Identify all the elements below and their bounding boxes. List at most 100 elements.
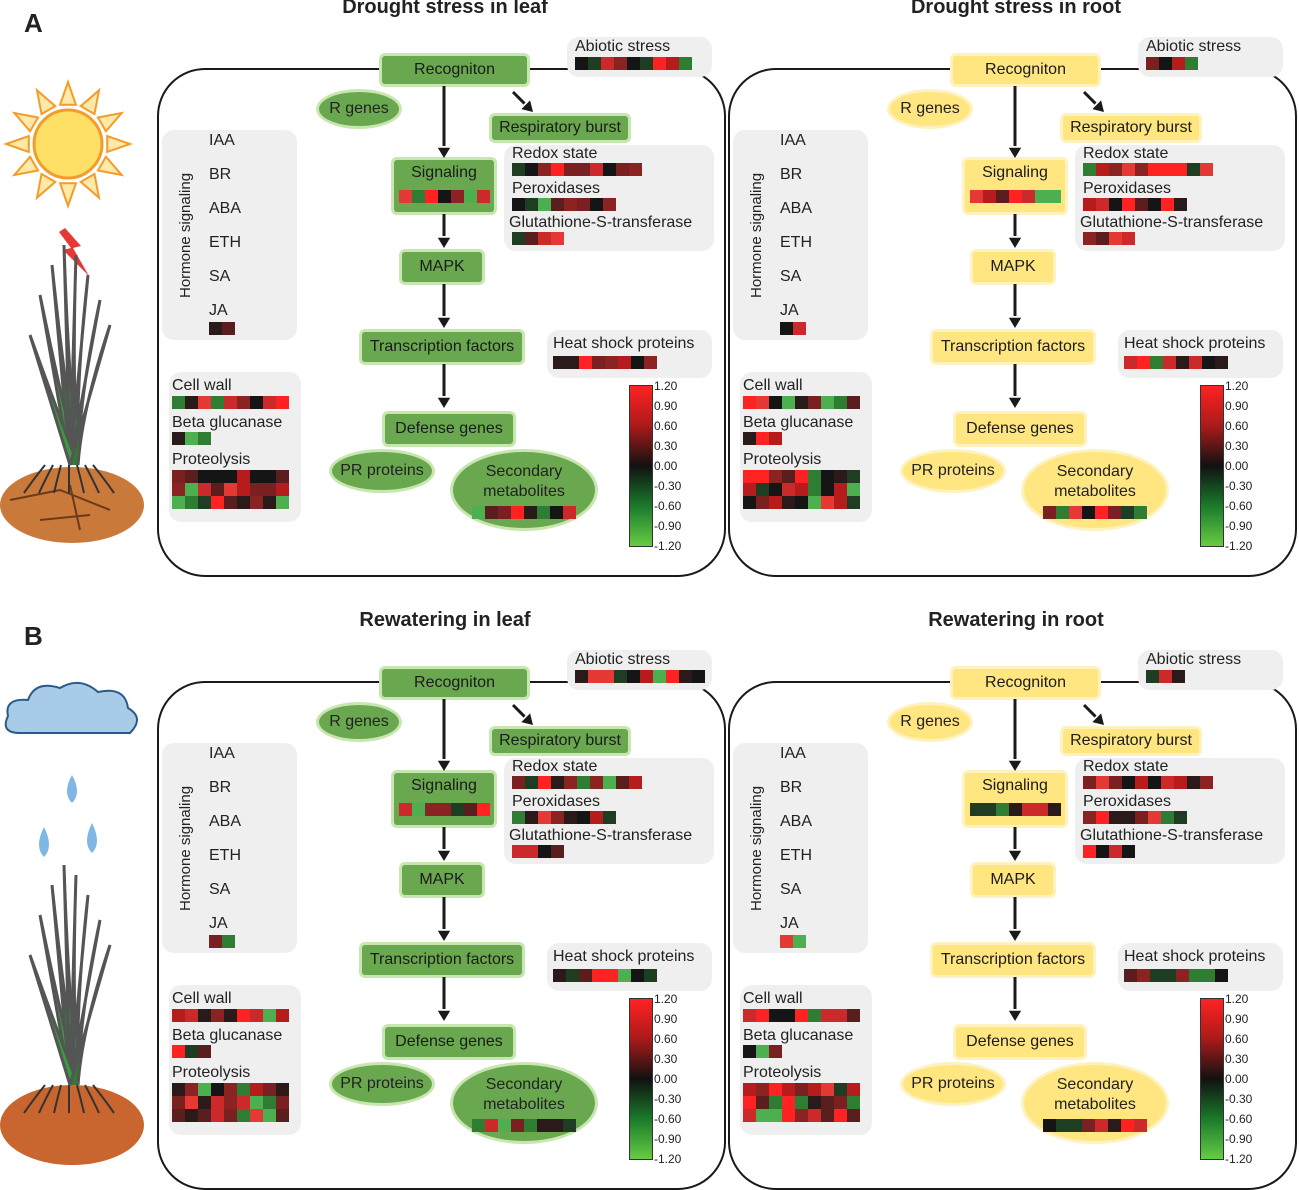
abiotic-stress-label: Abiotic stress [575, 651, 671, 668]
hormone-item-iaa: IAA [780, 132, 806, 149]
heatmap-cell [743, 1009, 756, 1022]
heatmap-cell [399, 190, 412, 203]
colorbar-tick: 0.90 [1225, 399, 1249, 413]
heatmap-cell [692, 670, 705, 683]
heatmap-cell [590, 776, 603, 789]
recognition-box: Recogniton [382, 56, 527, 84]
heatmap-cell [847, 1009, 860, 1022]
redox-heatmap [512, 776, 642, 789]
recognition-box: Recogniton [953, 669, 1098, 697]
hormone-item-br: BR [209, 779, 232, 796]
heatmap-cell [793, 322, 806, 335]
heatmap-cell [1022, 803, 1035, 816]
signaling-heatmap [970, 190, 1061, 203]
heatmap-cell [553, 356, 566, 369]
heatmap-cell [263, 470, 276, 483]
heatmap-cell [821, 1009, 834, 1022]
heatmap-cell [550, 506, 563, 519]
heatmap-cell [808, 1083, 821, 1096]
heatmap-cell [1124, 356, 1137, 369]
hsp-panel [1118, 943, 1283, 991]
heatmap-cell [1048, 190, 1061, 203]
sun-icon [2, 78, 134, 210]
heatmap-cell [743, 1083, 756, 1096]
colorbar-tick: 1.20 [1225, 992, 1249, 1006]
heatmap-cell [1174, 811, 1187, 824]
heatmap-cell [808, 1009, 821, 1022]
heatmap-cell [769, 483, 782, 496]
heatmap-cell [679, 57, 692, 70]
heatmap-cell [1009, 803, 1022, 816]
heatmap-cell [250, 396, 263, 409]
heatmap-cell [185, 1083, 198, 1096]
heatmap-cell [276, 1109, 289, 1122]
heatmap-cell [1082, 506, 1095, 519]
heatmap-cell [769, 432, 782, 445]
heatmap-cell [575, 57, 588, 70]
heatmap-cell [564, 811, 577, 824]
heatmap-cell [551, 198, 564, 211]
hormone-panel [733, 743, 868, 953]
colorbar-tick: 1.20 [654, 992, 678, 1006]
heatmap-cell [198, 396, 211, 409]
heatmap-cell [769, 1083, 782, 1096]
heatmap-cell [224, 1109, 237, 1122]
gst-label: Glutathione-S-transferase [1080, 214, 1264, 231]
heatmap-cell [847, 1083, 860, 1096]
hormone-signaling-label: Hormone signaling [177, 785, 194, 911]
pr-proteins-ellipse: PR proteins [332, 452, 432, 490]
heatmap-cell [640, 670, 653, 683]
heatmap-cell [198, 1045, 211, 1058]
heatmap-cell [211, 470, 224, 483]
heatmap-cell [1150, 969, 1163, 982]
heatmap-cell [780, 935, 793, 948]
heatmap-cell [782, 496, 795, 509]
heatmap-cell [577, 163, 590, 176]
heatmap-cell [1048, 803, 1061, 816]
heatmap-cell [538, 776, 551, 789]
signaling-box: Signaling [394, 160, 494, 212]
proteolysis-heatmap [172, 470, 289, 509]
respiratory-burst-box: Respiratory burst [1063, 729, 1199, 753]
transcription-factors-box: Transcription factors [362, 945, 522, 975]
beta-glucanase-heatmap [743, 432, 782, 445]
heatmap-cell [276, 496, 289, 509]
heatmap-cell [185, 1045, 198, 1058]
heatmap-cell [808, 396, 821, 409]
heatmap-cell [1135, 776, 1148, 789]
heatmap-cell [276, 1096, 289, 1109]
peroxidases-label: Peroxidases [1083, 793, 1172, 810]
heatmap-cell [211, 396, 224, 409]
heatmap-cell [1096, 198, 1109, 211]
heatmap-cell [438, 190, 451, 203]
heatmap-cell [756, 1109, 769, 1122]
heatmap-cell [743, 470, 756, 483]
heatmap-cell [1082, 1119, 1095, 1132]
secondary-metabolites-heatmap [1043, 1119, 1147, 1132]
heatmap-cell [996, 803, 1009, 816]
beta-glucanase-heatmap [743, 1045, 782, 1058]
heatmap-cell [538, 845, 551, 858]
heatmap-cell [172, 1083, 185, 1096]
heatmap-cell [451, 190, 464, 203]
heatmap-cell [577, 198, 590, 211]
heatmap-cell [1174, 163, 1187, 176]
gst-heatmap [512, 232, 564, 245]
heatmap-cell [276, 483, 289, 496]
respiratory-burst-box: Respiratory burst [1063, 116, 1199, 140]
heatmap-cell [590, 163, 603, 176]
heatmap-cell [782, 1109, 795, 1122]
defense-genes-box: Defense genes [956, 1027, 1084, 1057]
heatmap-cell [601, 57, 614, 70]
heatmap-cell [769, 1109, 782, 1122]
heatmap-cell [525, 232, 538, 245]
heatmap-cell [224, 1083, 237, 1096]
heatmap-cell [412, 190, 425, 203]
heatmap-cell [1185, 57, 1198, 70]
proteolysis-label: Proteolysis [172, 1064, 251, 1081]
heatmap-cell [198, 483, 211, 496]
colorbar-tick: 0.60 [1225, 1032, 1249, 1046]
panel-title: Rewatering in leaf [359, 609, 531, 631]
heatmap-cell [1148, 776, 1161, 789]
hsp-heatmap [553, 969, 657, 982]
